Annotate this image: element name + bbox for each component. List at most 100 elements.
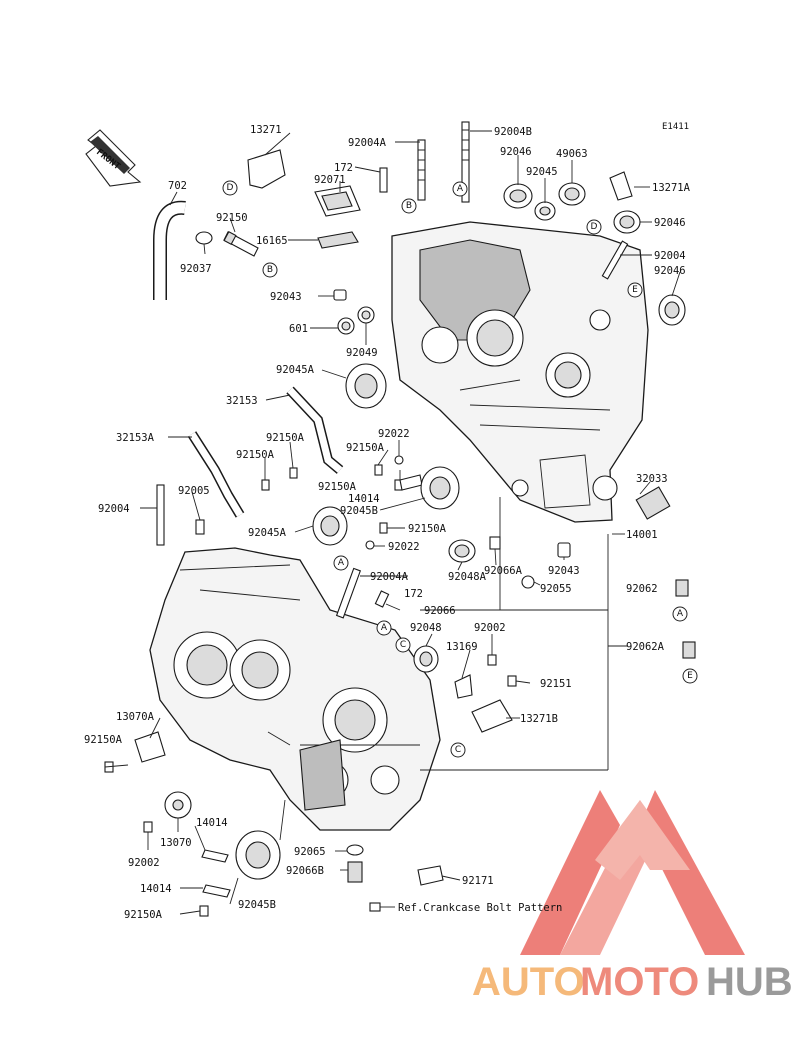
washer-92022-mid [365,540,375,550]
callout-D-1: D [222,180,238,196]
label-92045A-mid: 92045A [248,527,287,539]
label-172-top: 172 [334,162,353,174]
washer-92065 [346,844,364,856]
label-92002-top: 92002 [474,622,506,634]
bearing-92045A-top [345,363,387,409]
dowel-92043-top [333,289,347,301]
plate-14014-top [399,474,423,491]
label-16165: 16165 [256,235,288,247]
svg-text:C: C [455,745,461,755]
label-92005: 92005 [178,485,210,497]
label-92037: 92037 [180,263,212,275]
label-92022-mid: 92022 [388,541,420,553]
label-32033: 32033 [636,473,668,485]
label-92045B-bot: 92045B [238,899,276,911]
gasket-16165 [317,231,359,249]
label-92049: 92049 [346,347,378,359]
label-92071: 92071 [314,174,346,186]
bolt-92002-top [487,654,497,666]
callout-E-1: E [627,282,643,298]
label-92048: 92048 [410,622,442,634]
label-92151: 92151 [540,678,572,690]
bearing-92046-b [613,210,641,234]
svg-text:D: D [227,183,234,193]
lower-crankcase [149,547,441,831]
svg-text:A: A [381,623,388,633]
svg-text:AUTO: AUTO [472,960,585,1004]
label-92004A-top: 92004A [348,137,387,149]
label-92150A-5: 92150A [408,523,447,535]
label-92055: 92055 [540,583,572,595]
dowel-172-mid [374,590,390,608]
stud-92004-left [156,484,165,546]
upper-crankcase [391,221,649,523]
svg-text:A: A [677,609,684,619]
pipe-32153 [286,386,344,474]
label-92048A: 92048A [448,571,487,583]
label-49063: 49063 [556,148,588,160]
bracket-13271A [609,171,633,201]
label-92066: 92066 [424,605,456,617]
label-92150A-bot: 92150A [124,909,163,921]
svg-text:E: E [687,671,693,681]
label-92150A-1: 92150A [266,432,305,444]
callout-A-3: A [376,620,392,636]
bearing-92045B-bot [235,830,281,880]
bolt-92150A-3 [374,464,383,476]
label-92046-c: 92046 [654,265,686,277]
callout-A-4: A [672,606,688,622]
bolt-92002-low [143,821,153,833]
callout-E-2: E [682,668,698,684]
svg-text:C: C [400,640,406,650]
label-14014-bot: 14014 [140,883,172,895]
callout-D-2: D [586,219,602,235]
label-92004-left: 92004 [98,503,130,515]
label-92171: 92171 [462,875,494,887]
label-172-mid: 172 [404,588,423,600]
bolt-92150A-1 [289,467,298,479]
bearing-92048A [448,539,476,563]
oring-92055 [521,575,535,589]
spring-92062 [675,579,689,597]
bearing-92045B-top [420,466,460,510]
svg-text:A: A [338,558,345,568]
label-14014-top: 14014 [348,493,380,505]
label-13070A: 13070A [116,711,155,723]
dowel-172-top [379,167,388,193]
label-92150A-2: 92150A [236,449,275,461]
bolt-92150A-bot [199,905,209,917]
label-92066B: 92066B [286,865,324,877]
label-92043-top: 92043 [270,291,302,303]
label-702: 702 [168,180,187,192]
svg-text:B: B [267,265,273,275]
svg-text:HUB: HUB [706,960,793,1004]
label-92150A-3: 92150A [346,442,385,454]
seal-601 [337,317,355,335]
label-601: 601 [289,323,308,335]
dowel-92066A [489,536,501,550]
callout-B-2: B [401,198,417,214]
label-92062A: 92062A [626,641,665,653]
automotohub-logo-mark [520,790,745,955]
label-13169: 13169 [446,641,478,653]
callout-B-1: B [262,262,278,278]
dowel-92043-mid [557,542,571,558]
hose-702 [153,200,186,300]
diagram-code: E1411 [662,122,689,132]
plate-14014-low [201,849,229,863]
bolt-92150A-2 [261,479,270,491]
bearing-92045 [534,201,556,221]
label-13271: 13271 [250,124,282,136]
bolt-92150A-5 [379,522,388,534]
bracket-13169 [454,674,473,699]
automotohub-wordmark: AUTO MOTO HUB [472,960,793,1004]
svg-text:A: A [457,184,464,194]
label-32153A: 32153A [116,432,155,444]
callout-A-1: A [452,181,468,197]
stud-92004-right [601,240,629,280]
label-92062: 92062 [626,583,658,595]
label-92065: 92065 [294,846,326,858]
callout-C-1: C [395,637,411,653]
bearing-92045A-mid [312,506,348,546]
seal-92049 [357,306,375,324]
